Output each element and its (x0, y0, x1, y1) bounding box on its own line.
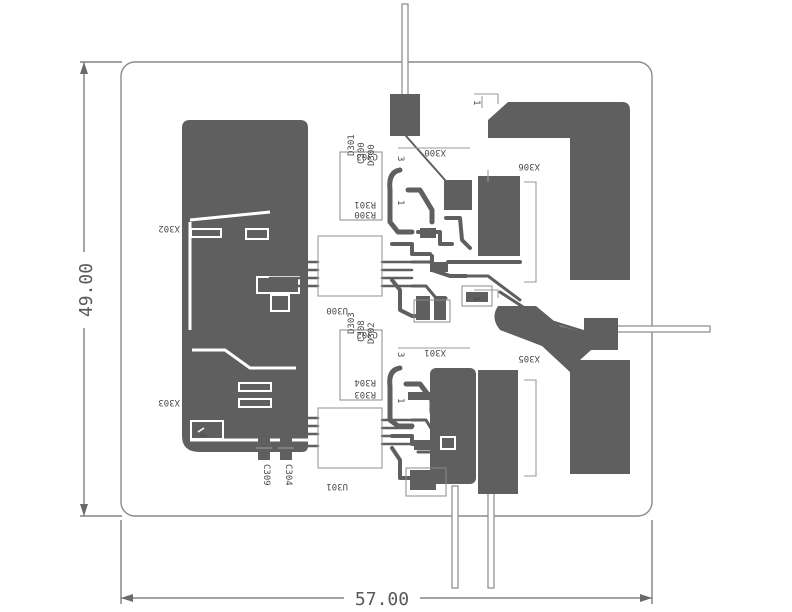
u301-body (317, 407, 383, 469)
pin-1-x305: 1 (471, 296, 481, 301)
lower-circuit (387, 365, 518, 497)
legend-d301: D301 (347, 134, 357, 156)
left-traces (188, 210, 320, 442)
width-label: 57.00 (355, 589, 409, 610)
pin-4-x303: 4 (197, 432, 207, 437)
x306-pad (488, 102, 630, 280)
legend-c300: C300 (357, 142, 367, 164)
pin-1-x306: 1 (471, 100, 481, 105)
legend-bottom-box (339, 329, 383, 401)
pin-3-x300: 3 (395, 156, 405, 161)
legend-c303: C303 (356, 151, 378, 161)
ref-labels: X300 X301 X306 X305 U300 U301 X302 X303 … (158, 100, 540, 491)
u301-label: U301 (326, 481, 348, 491)
x305-pad (494, 290, 630, 477)
u300-body (317, 235, 383, 297)
legend-r300: R300 (354, 209, 376, 219)
upper-circuit (387, 94, 522, 323)
x300-label: X300 (424, 147, 446, 157)
legend-d303: D303 (347, 312, 357, 334)
legend-c308: C308 (357, 320, 367, 342)
width-dimension: 57.00 (120, 520, 653, 610)
legend-top-box (339, 151, 383, 221)
cap-pads (256, 438, 294, 460)
pin-3-x301: 3 (395, 352, 405, 357)
legend-d300: D300 (367, 144, 377, 166)
u300-label: U300 (326, 305, 348, 315)
x305-label: X305 (518, 353, 540, 363)
x302-label: X302 (158, 223, 180, 233)
pin-1-x300: 1 (395, 200, 405, 205)
legend-r303: R303 (354, 389, 376, 399)
connector-pins (401, 3, 711, 589)
x303-label: X303 (158, 397, 180, 407)
x306-label: X306 (518, 161, 540, 171)
height-dimension: 49.00 (74, 61, 122, 517)
legend-bottom: C302 D303 C308 D302 R304 R303 (347, 312, 378, 399)
legend-r301: R301 (354, 199, 376, 209)
pin-1-x301: 1 (395, 398, 405, 403)
legend-top: C303 D301 C300 D300 R301 R300 (347, 134, 378, 219)
board-outline (120, 61, 653, 517)
x306-silk (481, 96, 537, 283)
x301-label: X301 (424, 347, 446, 357)
legend-r304: R304 (354, 377, 376, 387)
c309-label: C309 (261, 464, 271, 486)
pin-markers (398, 93, 499, 349)
height-label: 49.00 (76, 263, 97, 317)
legend-d302: D302 (367, 322, 377, 344)
legend-c302: C302 (356, 329, 378, 339)
c304-label: C304 (283, 464, 293, 486)
